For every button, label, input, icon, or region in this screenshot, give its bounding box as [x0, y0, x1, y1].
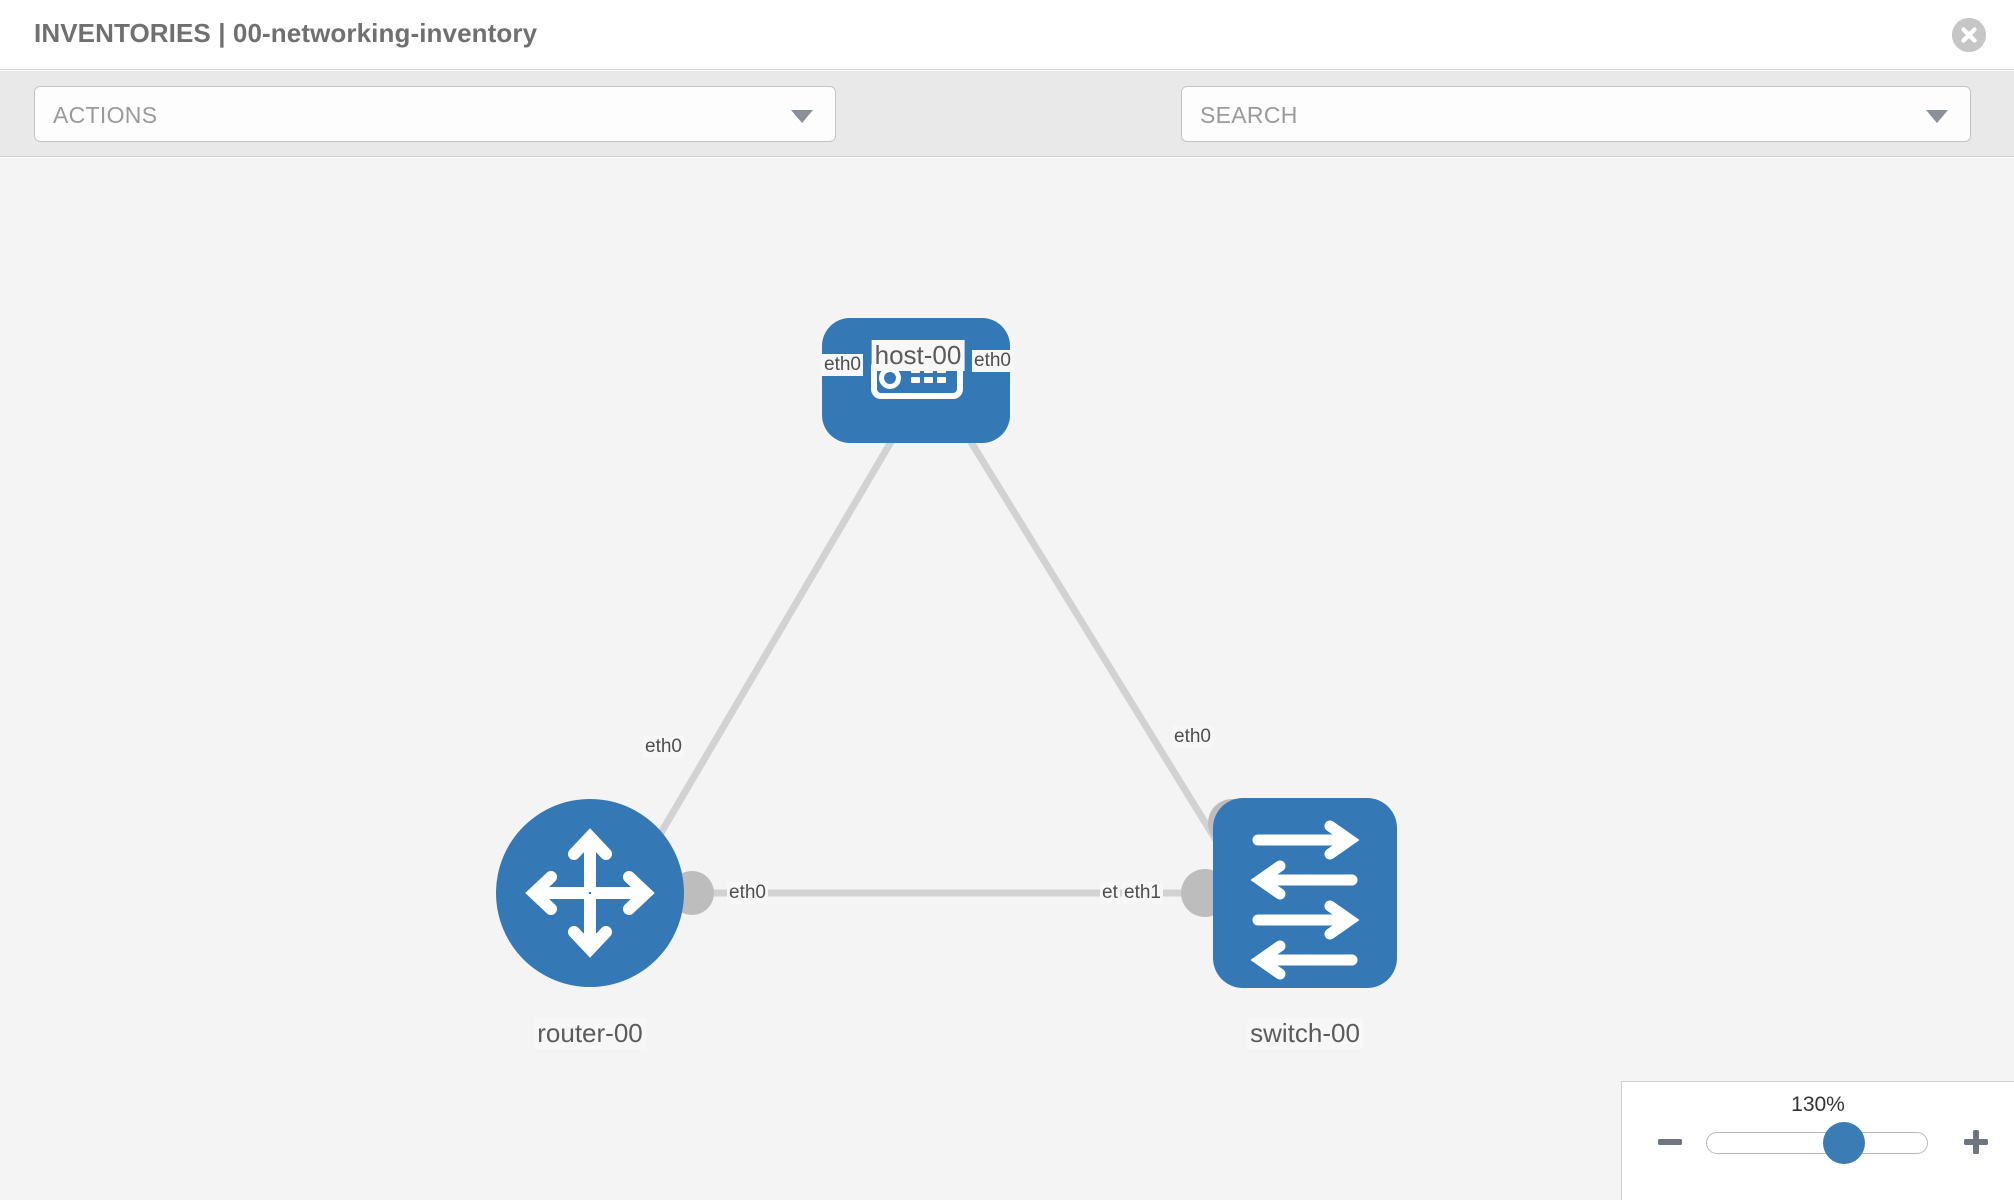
search-input[interactable]: SEARCH [1181, 86, 1971, 142]
search-placeholder: SEARCH [1200, 102, 1298, 128]
window-header: INVENTORIES | 00-networking-inventory [0, 0, 2014, 70]
iface-label: eth0 [643, 736, 684, 758]
actions-dropdown-label: ACTIONS [53, 102, 158, 128]
close-icon[interactable] [1952, 18, 1986, 52]
zoom-control-panel: 130% [1621, 1081, 2014, 1200]
iface-label: eth0 [1172, 726, 1213, 748]
zoom-slider-track[interactable] [1706, 1132, 1928, 1154]
iface-label: eth1 [1122, 882, 1163, 904]
topology-links [601, 414, 1273, 930]
node-label-switch-00: switch-00 [1247, 1018, 1363, 1049]
zoom-in-button[interactable] [1960, 1126, 1992, 1158]
iface-label: eth0 [972, 350, 1013, 372]
iface-label: eth0 [822, 354, 863, 376]
node-label-host-00: host-00 [871, 340, 965, 371]
iface-label: eth0 [727, 882, 768, 904]
actions-dropdown[interactable]: ACTIONS [34, 86, 836, 142]
node-router-00[interactable] [496, 799, 684, 987]
iface-label: et [1100, 882, 1120, 904]
node-switch-00[interactable] [1213, 798, 1397, 988]
zoom-level-value: 130% [1791, 1093, 1845, 1116]
node-label-router-00: router-00 [534, 1018, 646, 1049]
node-host-00[interactable] [822, 318, 1010, 443]
topology-canvas[interactable]: host-00 router-00 switch-00 eth0 eth0 et… [0, 158, 2014, 1200]
zoom-slider-handle[interactable] [1823, 1122, 1865, 1164]
topology-graph [496, 318, 1397, 988]
chevron-down-icon[interactable] [1926, 110, 1948, 123]
zoom-out-button[interactable] [1654, 1126, 1686, 1158]
chevron-down-icon [791, 110, 813, 123]
page-title: INVENTORIES | 00-networking-inventory [34, 18, 538, 48]
toolbar: ACTIONS SEARCH [0, 71, 2014, 209]
